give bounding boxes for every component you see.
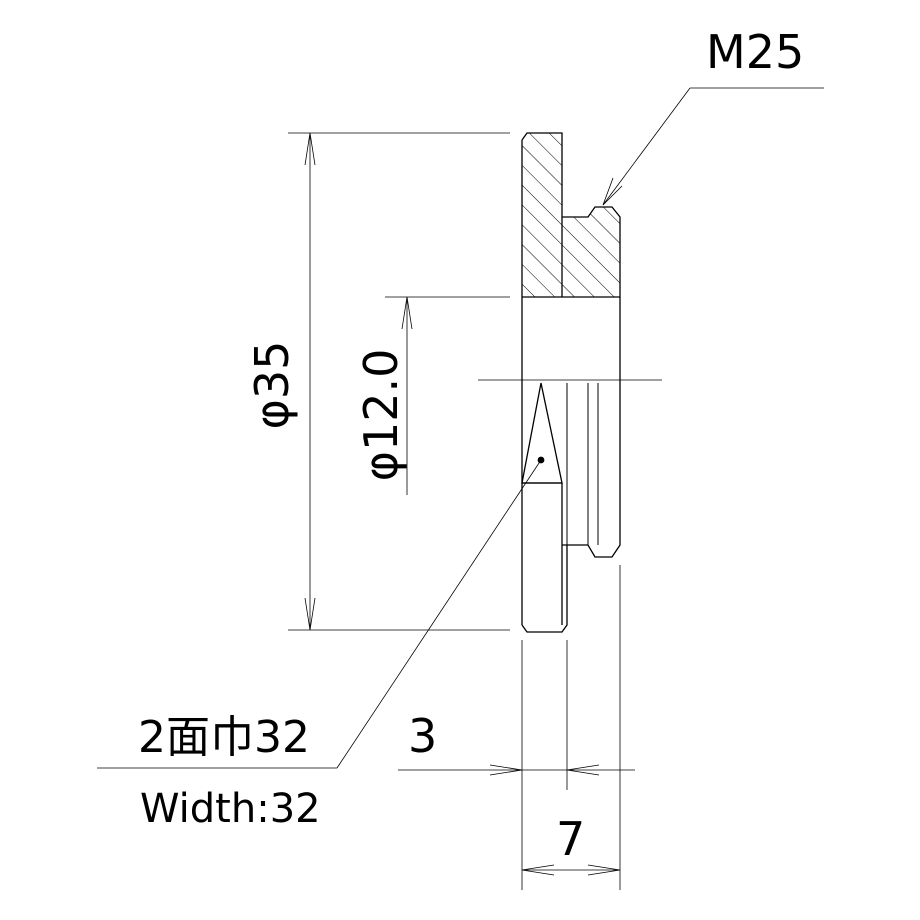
thread-leader bbox=[602, 87, 824, 206]
dim-flange-thickness bbox=[398, 640, 635, 890]
dim-outer-diameter bbox=[288, 132, 510, 631]
thread-outline-top bbox=[562, 206, 621, 558]
dim-bore-diameter bbox=[385, 296, 510, 495]
outer-diameter-label: φ35 bbox=[245, 341, 299, 430]
section-hatch bbox=[522, 133, 620, 297]
dim-total-length bbox=[521, 565, 621, 890]
width-across-flats-en-label: Width:32 bbox=[140, 786, 321, 832]
part-body bbox=[521, 132, 621, 633]
width-across-flats-jp-label: 2面巾32 bbox=[138, 712, 310, 763]
flange-bottom bbox=[521, 545, 568, 633]
hex-triangle bbox=[521, 382, 563, 484]
flange-outline bbox=[521, 132, 563, 217]
thread-label: M25 bbox=[706, 25, 804, 79]
bore-diameter-label: φ12.0 bbox=[354, 349, 408, 482]
hex-leader bbox=[97, 456, 545, 769]
total-length-label: 7 bbox=[556, 812, 585, 866]
flange-thickness-label: 3 bbox=[408, 709, 437, 763]
